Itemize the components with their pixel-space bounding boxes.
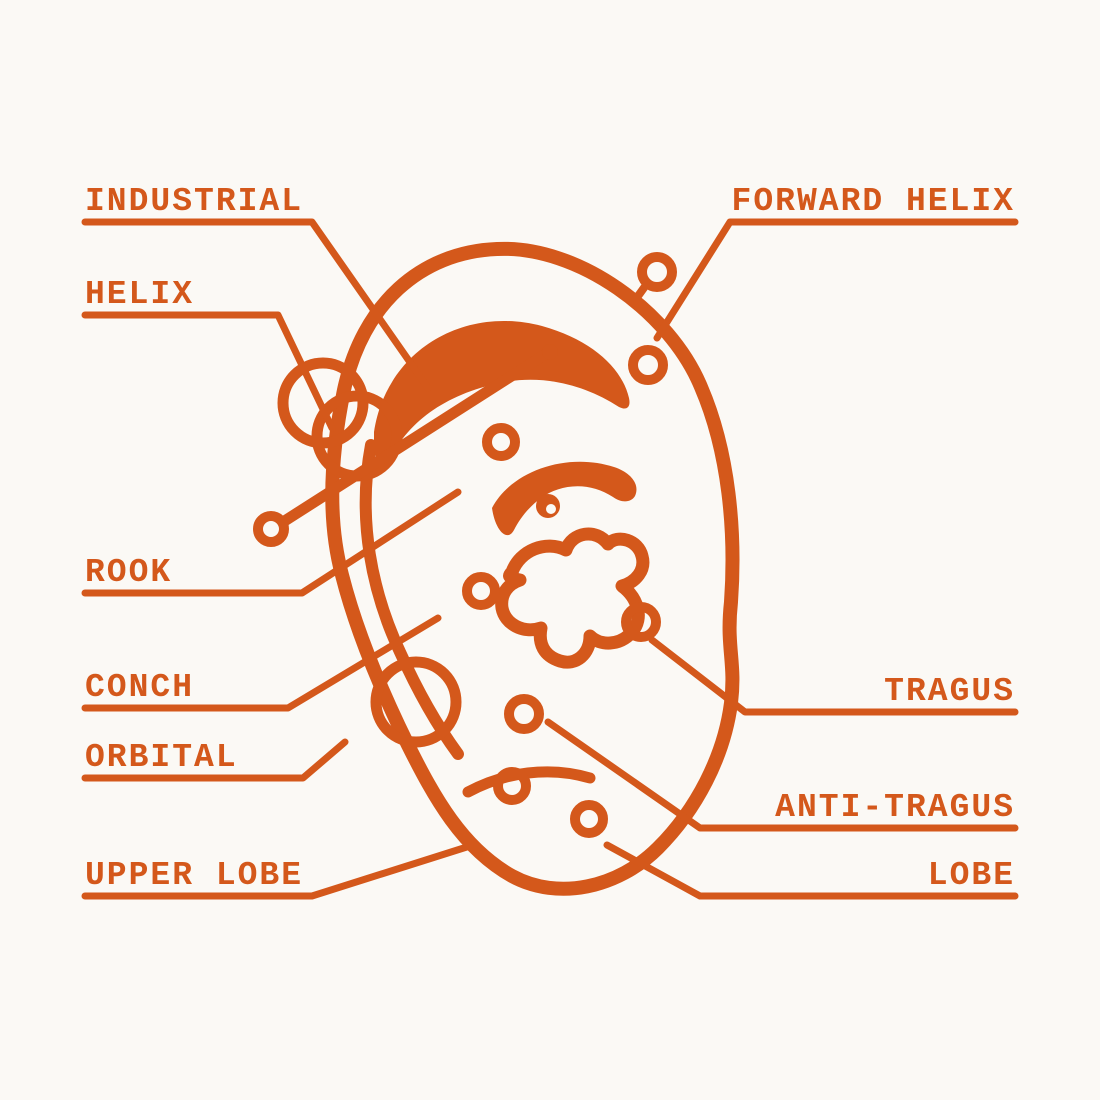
label-upper-lobe: UPPER LOBE [85,857,304,894]
anti-tragus-stud [504,694,544,734]
helix-fold [374,320,630,467]
upper-lobe-stud [493,767,531,805]
conch-stud [462,572,500,610]
tragus-leader-line [648,636,1019,716]
label-industrial: INDUSTRIAL [85,183,304,220]
label-lobe: LOBE [927,857,1015,894]
rook-stud [482,423,520,461]
tragus-stud [621,602,661,642]
industrial-barbell-ball [253,511,289,547]
forward-helix-stud [637,252,677,292]
conch-leader-line [81,614,442,712]
helix-leader-line [81,311,336,432]
industrial-barbell-bar [277,348,552,528]
orbital-leader-line [81,738,349,782]
orbital-ring [370,656,462,748]
forward-helix-leader-line [653,218,1019,342]
industrial-barbell-tip [542,344,558,360]
label-orbital: ORBITAL [85,739,238,776]
ear-drawing [325,241,740,896]
label-tragus: TRAGUS [884,673,1015,710]
helix-rim-inner-line [359,439,464,760]
leader-lines [81,218,1019,900]
antihelix-fold [492,461,637,536]
label-rook: ROOK [85,554,173,591]
industrial-leader-line [81,218,432,392]
helix-stud-upper-right [628,345,668,385]
upper-lobe-leader-line [81,842,474,900]
label-anti-tragus: ANTI-TRAGUS [775,789,1015,826]
label-helix: HELIX [85,276,195,313]
forward-helix-stud-post [629,281,650,307]
lobe-crease [462,766,596,798]
label-forward-helix: FORWARD HELIX [731,183,1015,220]
lobe-stud [570,800,608,838]
piercing-jewelry [253,252,677,838]
rook-leader-line [81,488,462,597]
ear-outline [325,241,740,896]
anti-tragus-leader-line [544,718,1019,832]
lobe-leader-line [603,841,1019,900]
antihelix-curl-center [546,504,556,514]
label-conch: CONCH [85,669,195,706]
concha-outline [495,527,650,669]
